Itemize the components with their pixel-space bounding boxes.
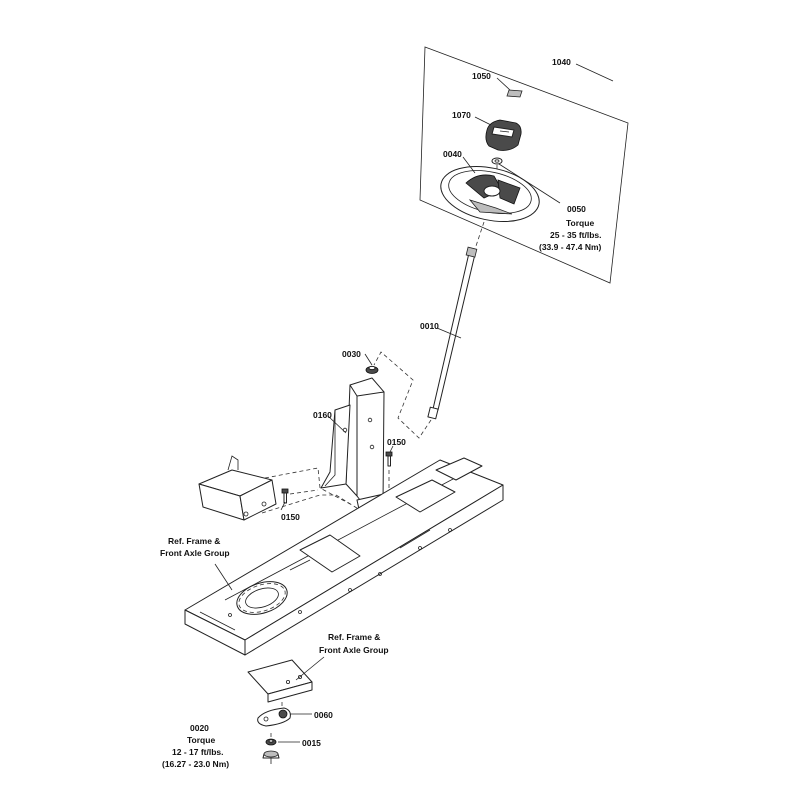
part-1050-label — [506, 89, 523, 98]
part-0015-washer — [265, 738, 277, 746]
label-torque-top-ft: 25 - 35 ft/lbs. — [550, 230, 602, 240]
label-torque-bottom-ft: 12 - 17 ft/lbs. — [172, 747, 224, 757]
label-0030: 0030 — [342, 349, 361, 359]
part-0050-nut — [491, 157, 503, 165]
label-0160: 0160 — [313, 410, 332, 420]
label-0010: 0010 — [420, 321, 439, 331]
label-0050: 0050 — [567, 204, 586, 214]
label-0060: 0060 — [314, 710, 333, 720]
assembly-lines-top — [373, 165, 498, 439]
label-torque-top-nm: (33.9 - 47.4 Nm) — [539, 242, 602, 252]
assembly-lines-middle — [261, 467, 390, 514]
label-1070: 1070 — [452, 110, 471, 120]
label-1040: 1040 — [552, 57, 571, 67]
label-1050: 1050 — [472, 71, 491, 81]
main-frame — [184, 457, 504, 656]
label-0150-right: 0150 — [387, 437, 406, 447]
label-ref-frame-right-2: Front Axle Group — [319, 645, 389, 655]
assembly-lines-bottom — [270, 702, 283, 738]
part-0010-steering-shaft — [427, 246, 478, 420]
label-ref-frame-right-1: Ref. Frame & — [328, 632, 380, 642]
steering-wheel-kit-box — [419, 46, 629, 284]
label-torque-bottom: Torque — [187, 735, 215, 745]
label-0040: 0040 — [443, 149, 462, 159]
label-0150-left: 0150 — [281, 512, 300, 522]
part-0150-bolt-left — [281, 488, 289, 504]
part-0150-bolt-right — [385, 451, 393, 467]
label-torque-bottom-nm: (16.27 - 23.0 Nm) — [162, 759, 229, 769]
part-0060-pitman-arm — [257, 707, 291, 727]
label-torque-top: Torque — [566, 218, 594, 228]
part-0030-bushing — [365, 365, 379, 374]
label-0015: 0015 — [302, 738, 321, 748]
callout-labels: 1040 1050 1070 0040 0050 Torque 25 - 35 … — [160, 57, 602, 769]
part-0040-steering-wheel — [440, 166, 540, 222]
leader-lines — [214, 63, 614, 764]
label-ref-frame-left-1: Ref. Frame & — [168, 536, 220, 546]
left-mounting-bracket — [198, 455, 277, 521]
part-1070-cap — [485, 119, 522, 151]
part-0020-nut — [262, 750, 280, 759]
lower-mounting-bracket — [247, 659, 313, 703]
label-ref-frame-left-2: Front Axle Group — [160, 548, 230, 558]
label-0020: 0020 — [190, 723, 209, 733]
